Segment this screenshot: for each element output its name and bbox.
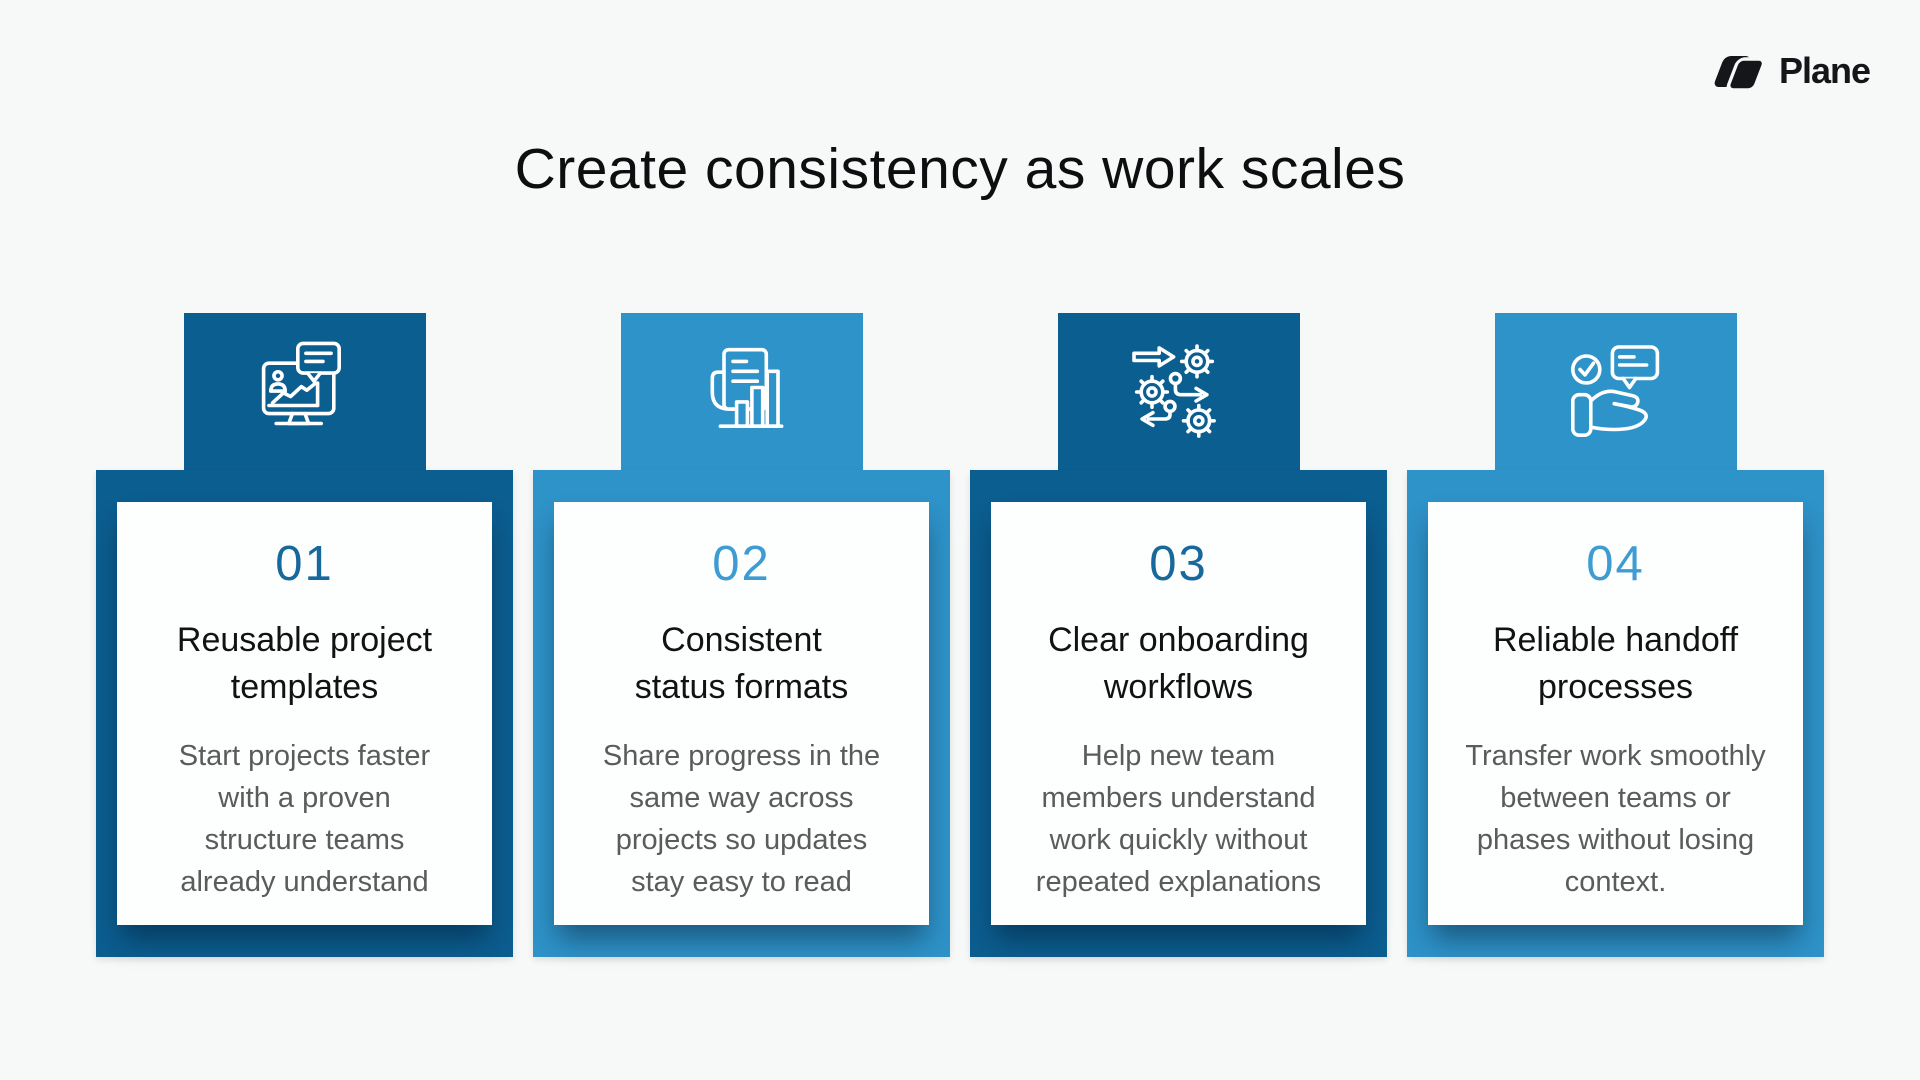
card-panel: 04 Reliable handoff processes Transfer w… <box>1428 502 1803 925</box>
step-title: Reusable project templates <box>176 621 433 706</box>
card-panel: 02 Consistent status formats Share progr… <box>554 502 929 925</box>
step-number: 02 <box>712 537 771 591</box>
step-description: Transfer work smoothly between teams or … <box>1465 740 1766 898</box>
brand-logo: Plane <box>1711 48 1871 94</box>
card-icon-tab <box>1057 313 1300 470</box>
step-title: Reliable handoff processes <box>1492 621 1739 706</box>
gears-workflow-icon <box>1131 343 1216 438</box>
step-number: 04 <box>1586 537 1645 591</box>
step-description: Start projects faster with a proven stru… <box>178 740 431 898</box>
cards-row: 01 Reusable project templates Start proj… <box>96 313 1824 957</box>
step-description: Help new team members understand work qu… <box>1035 740 1322 898</box>
brand-name: Plane <box>1778 50 1871 91</box>
card-body: 01 Reusable project templates Start proj… <box>96 470 513 957</box>
step-card-3: 03 Clear onboarding workflows Help new t… <box>970 313 1387 957</box>
step-card-2: 02 Consistent status formats Share progr… <box>533 313 950 957</box>
card-icon-tab <box>1494 313 1737 470</box>
step-number: 03 <box>1149 537 1208 591</box>
step-card-1: 01 Reusable project templates Start proj… <box>96 313 513 957</box>
card-panel: 01 Reusable project templates Start proj… <box>117 502 492 925</box>
hand-handoff-icon <box>1570 344 1659 437</box>
card-panel: 03 Clear onboarding workflows Help new t… <box>991 502 1366 925</box>
card-body: 04 Reliable handoff processes Transfer w… <box>1407 470 1824 957</box>
card-body: 03 Clear onboarding workflows Help new t… <box>970 470 1387 957</box>
step-title: Consistent status formats <box>634 621 849 706</box>
plane-logo-icon <box>1714 56 1766 92</box>
card-icon-tab <box>620 313 863 470</box>
step-title: Clear onboarding workflows <box>1048 621 1309 706</box>
report-bar-chart-icon <box>710 347 783 428</box>
card-icon-tab <box>183 313 426 470</box>
step-number: 01 <box>275 537 334 591</box>
step-card-4: 04 Reliable handoff processes Transfer w… <box>1407 313 1824 957</box>
page-title: Create consistency as work scales <box>514 137 1406 201</box>
card-body: 02 Consistent status formats Share progr… <box>533 470 950 957</box>
monitor-analytics-icon <box>261 341 341 425</box>
step-description: Share progress in the same way across pr… <box>602 740 881 898</box>
